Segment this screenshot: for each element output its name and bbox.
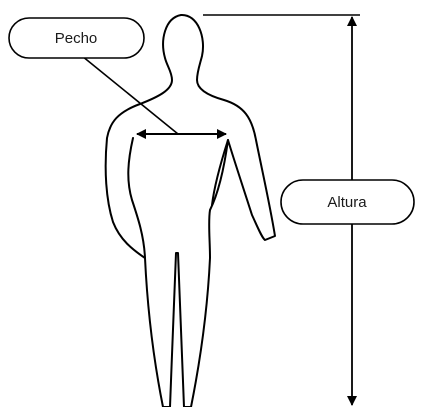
chest-label-text: Pecho <box>55 30 98 47</box>
body-silhouette <box>106 15 275 407</box>
height-label-text: Altura <box>327 194 367 211</box>
chest-leader-line <box>82 56 178 134</box>
height-label: Altura <box>281 180 414 224</box>
chest-label: Pecho <box>9 18 144 58</box>
